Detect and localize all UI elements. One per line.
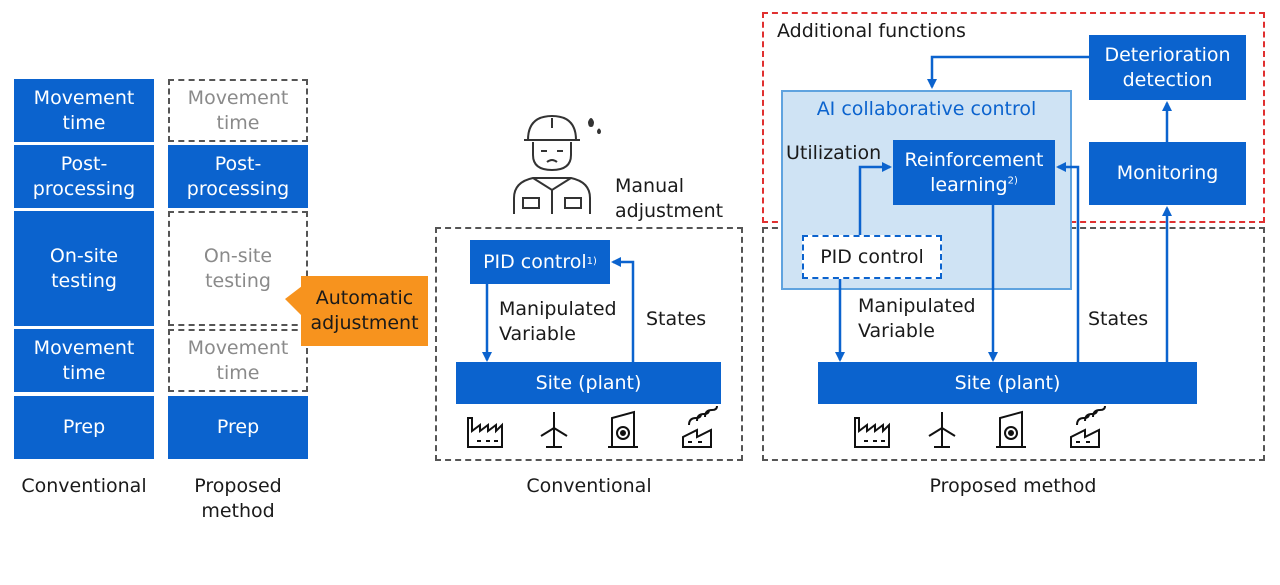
- additional-functions-label: Additional functions: [777, 20, 966, 42]
- conv-block-post-processing: Post-processing: [14, 145, 154, 208]
- conv-block-prep: Prep: [14, 396, 154, 459]
- prop-block-post-processing: Post-processing: [168, 145, 308, 208]
- manipulated-variable-label-conventional: Manipulated Variable: [499, 298, 617, 345]
- pid-control-box-proposed: PID control: [802, 235, 942, 279]
- conventional-control-caption: Conventional: [526, 475, 652, 497]
- reinforcement-learning-label: Reinforcement learning: [904, 148, 1044, 196]
- automatic-adjustment-callout: Automatic adjustment: [301, 276, 428, 346]
- utilization-label: Utilization: [786, 142, 882, 164]
- manual-adjustment-label: Manual adjustment: [615, 175, 724, 222]
- sweat-icon: [588, 118, 594, 127]
- pid-control-label: PID control: [483, 250, 587, 273]
- proposed-method-caption: Proposed method: [929, 475, 1097, 497]
- ai-collaborative-control-title: AI collaborative control: [816, 98, 1037, 120]
- site-plant-box-conventional: Site (plant): [456, 362, 721, 404]
- prop-block-movement-time-top: Movement time: [168, 79, 308, 142]
- conv-block-movement-time-bottom: Movement time: [14, 329, 154, 392]
- worker-icon: [513, 114, 591, 214]
- conv-block-movement-time-top: Movement time: [14, 79, 154, 142]
- conventional-control-frame: [435, 227, 743, 461]
- footnote-2: 2): [1007, 175, 1018, 187]
- prop-block-on-site-testing: On-site testing: [168, 211, 308, 326]
- prop-block-prep: Prep: [168, 396, 308, 459]
- monitoring-box: Monitoring: [1089, 142, 1246, 205]
- conv-block-on-site-testing: On-site testing: [14, 211, 154, 326]
- manipulated-variable-label-proposed: Manipulated Variable: [858, 295, 976, 342]
- deterioration-detection-box: Deterioration detection: [1089, 35, 1246, 100]
- sweat-icon-small: [597, 128, 601, 134]
- reinforcement-learning-box: Reinforcement learning2): [893, 140, 1055, 205]
- states-label-proposed: States: [1088, 308, 1149, 330]
- site-plant-box-proposed: Site (plant): [818, 362, 1197, 404]
- states-label-conventional: States: [646, 308, 707, 330]
- conv-timeline-caption: Conventional: [21, 475, 147, 497]
- prop-block-movement-time-bottom: Movement time: [168, 329, 308, 392]
- prop-timeline-caption: Proposed method: [194, 475, 282, 522]
